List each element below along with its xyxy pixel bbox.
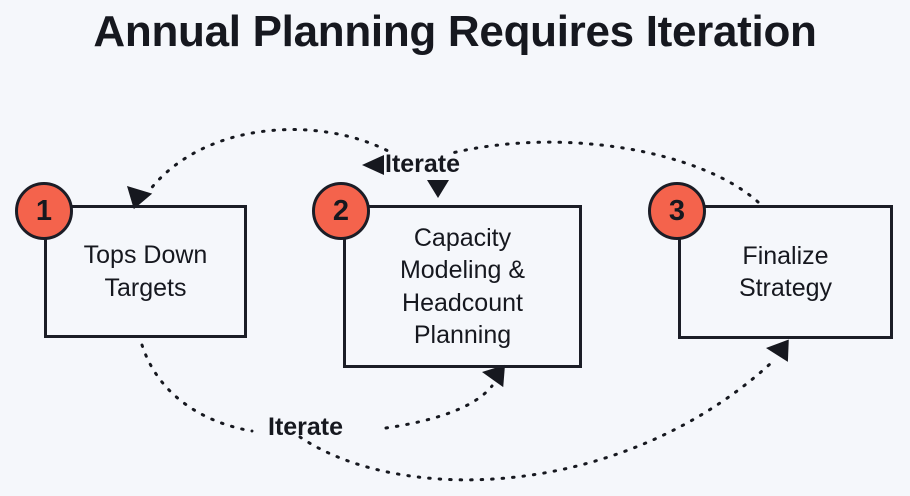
edge-label-iterate-bottom: Iterate: [268, 413, 344, 441]
page-title: Annual Planning Requires Iteration: [93, 7, 817, 56]
arrowhead-iterate-top: [362, 155, 384, 175]
node-box-1-label: Tops Down Targets: [83, 241, 208, 302]
arc-bottom-long-to-box3: [298, 362, 772, 482]
node-badge-2-number: 2: [332, 194, 350, 227]
node-box-2-label: Capacity Modeling & Headcount Planning: [399, 223, 526, 350]
node-box-3[interactable]: Finalize Strategy: [678, 205, 893, 339]
arrowhead-into-box3-bottom: [766, 339, 789, 362]
node-badge-2: 2: [312, 182, 370, 240]
arrowhead-into-box2-top: [427, 180, 449, 198]
edge-label-iterate-top: Iterate: [385, 150, 461, 178]
node-badge-1: 1: [15, 182, 73, 240]
node-badge-3: 3: [648, 182, 706, 240]
node-badge-1-number: 1: [35, 194, 53, 227]
arc-box1-bottom-to-iterate: [140, 343, 254, 433]
node-box-1[interactable]: Tops Down Targets: [44, 205, 247, 338]
node-badge-3-number: 3: [668, 194, 686, 227]
arc-box3-to-box2-top: [446, 140, 760, 204]
node-box-3-label: Finalize Strategy: [738, 241, 833, 303]
node-box-2[interactable]: Capacity Modeling & Headcount Planning: [343, 205, 582, 368]
arc-iterate-to-box2-bottom: [384, 384, 494, 430]
